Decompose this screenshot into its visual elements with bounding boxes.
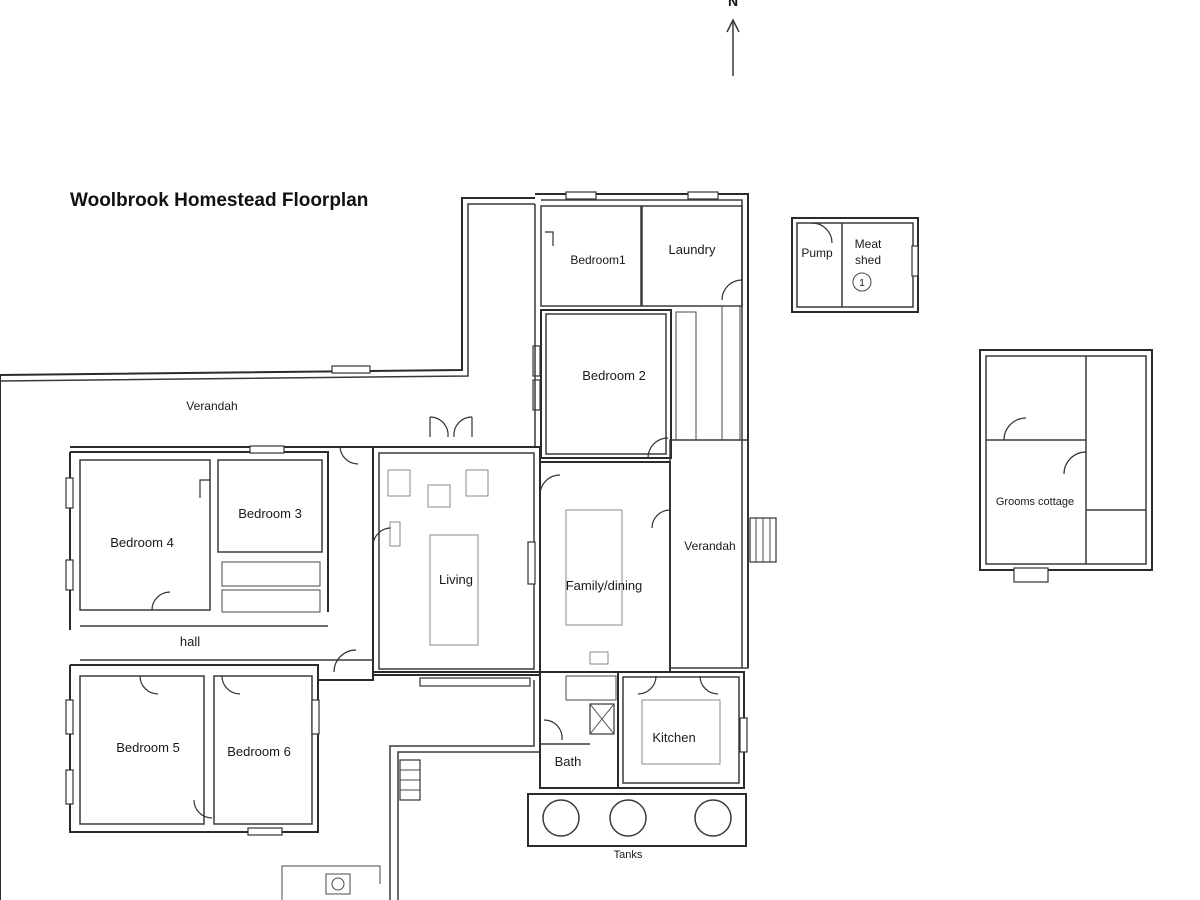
window-icon (65, 477, 74, 509)
door-icon (339, 445, 359, 465)
label-hall: hall (180, 634, 200, 649)
label-meat-shed-2: shed (855, 253, 881, 267)
room-family-dining (539, 461, 671, 673)
door-icon (539, 474, 561, 496)
label-verandah-right: Verandah (684, 539, 735, 553)
pump-meat-shed (791, 217, 919, 313)
tanks-area (527, 793, 747, 847)
main-house (0, 191, 777, 900)
tank-icon (609, 799, 647, 837)
label-kitchen: Kitchen (652, 730, 695, 745)
page-title: Woolbrook Homestead Floorplan (70, 190, 368, 211)
label-meat-shed-number: 1 (859, 278, 865, 289)
north-arrow-icon: N (726, 0, 740, 76)
window-icon (532, 379, 541, 411)
label-grooms-cottage: Grooms cottage (996, 496, 1074, 508)
door-icon (637, 675, 657, 695)
window-icon (65, 769, 74, 805)
label-meat-shed-1: Meat (855, 237, 882, 251)
window-icon (911, 245, 919, 277)
verandah-window-icon (331, 365, 371, 374)
window-icon (739, 717, 748, 753)
label-tanks: Tanks (614, 849, 643, 861)
door-icon (199, 479, 210, 498)
label-living: Living (439, 572, 473, 587)
tank-icon (694, 799, 732, 837)
label-bedroom-6: Bedroom 6 (227, 744, 291, 759)
window-icon (311, 699, 320, 735)
door-icon (429, 416, 449, 438)
window-icon (65, 699, 74, 735)
label-bedroom-3: Bedroom 3 (238, 506, 302, 521)
north-marker: N (728, 0, 738, 9)
window-icon (687, 191, 719, 200)
tank-icon (542, 799, 580, 837)
label-pump: Pump (801, 246, 833, 260)
room-laundry (641, 205, 743, 307)
grooms-cottage (979, 349, 1153, 583)
label-bedroom-5: Bedroom 5 (116, 740, 180, 755)
room-bedroom-3 (217, 459, 323, 553)
window-icon (565, 191, 597, 200)
label-bedroom-4: Bedroom 4 (110, 535, 174, 550)
circle-marker-icon (852, 272, 872, 292)
door-icon (651, 509, 671, 529)
verandah-east (669, 439, 749, 669)
label-verandah-top: Verandah (186, 399, 237, 413)
room-bedroom-4 (79, 459, 211, 611)
window-icon (249, 445, 285, 454)
window-icon (532, 345, 541, 377)
door-icon (647, 437, 669, 459)
steps-icon (1013, 567, 1049, 583)
door-icon (139, 675, 159, 695)
room-living (372, 446, 541, 676)
door-icon (453, 416, 473, 438)
room-labels: Bedroom1 Laundry Pump Meat shed 1 Bedroo… (110, 237, 1074, 861)
room-bedroom1 (540, 205, 642, 307)
door-icon (545, 231, 554, 246)
door-icon (1063, 451, 1087, 475)
room-bedroom-6 (213, 675, 313, 825)
door-icon (721, 279, 743, 301)
room-bedroom-2 (540, 309, 672, 459)
window-icon (419, 677, 531, 687)
room-bedroom-5 (79, 675, 205, 825)
room-bath (539, 671, 619, 789)
door-icon (811, 222, 833, 244)
window-icon (527, 541, 536, 585)
door-icon (221, 675, 241, 695)
door-icon (1003, 417, 1027, 441)
window-icon (247, 827, 283, 836)
door-icon (543, 719, 563, 741)
door-icon (333, 649, 357, 673)
door-icon (151, 591, 171, 611)
label-family-dining: Family/dining (566, 578, 643, 593)
door-icon (372, 527, 392, 547)
label-bedroom-2: Bedroom 2 (582, 368, 646, 383)
window-icon (65, 559, 74, 591)
label-laundry: Laundry (669, 242, 716, 257)
label-bath: Bath (555, 754, 582, 769)
label-bedroom1: Bedroom1 (570, 253, 626, 267)
door-icon (699, 675, 719, 695)
door-icon (193, 799, 213, 819)
